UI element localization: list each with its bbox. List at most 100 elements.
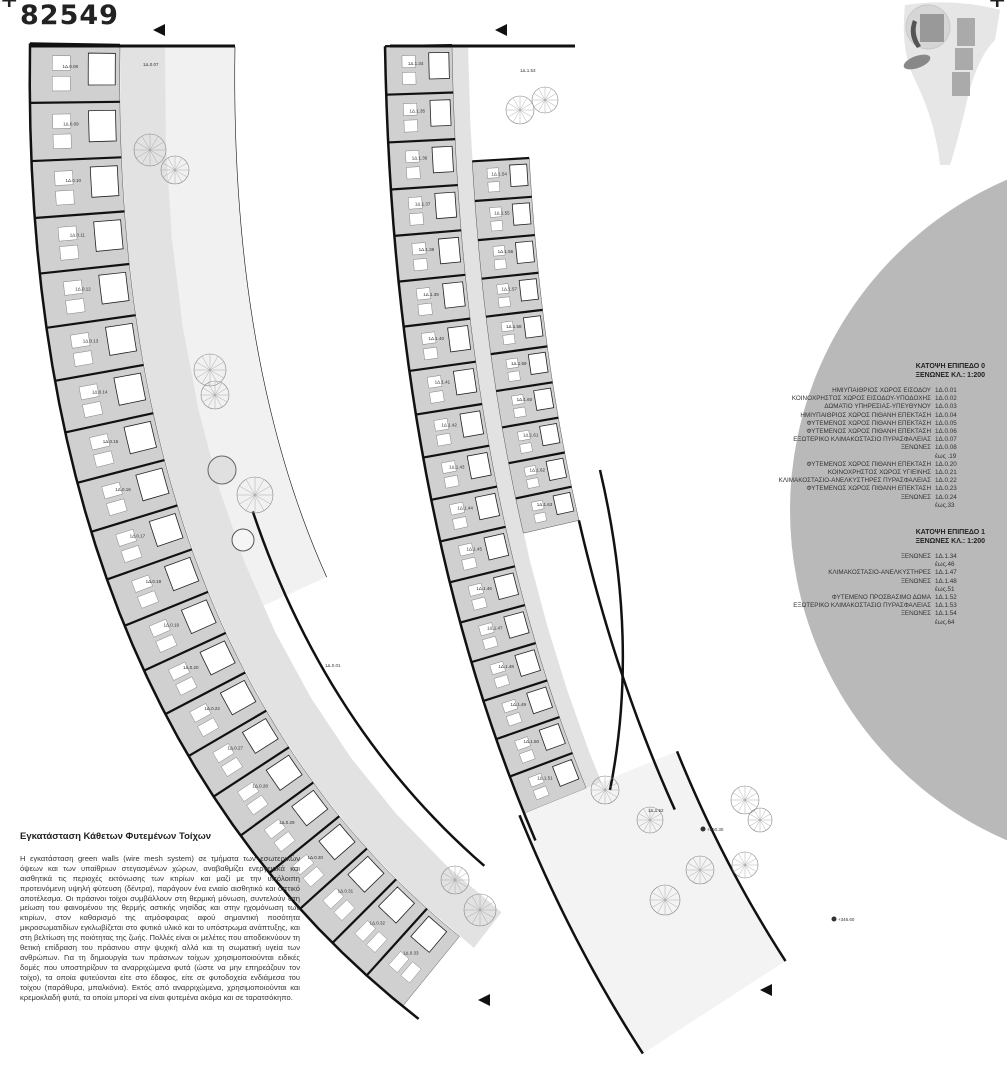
bathroom	[483, 533, 510, 561]
bed	[513, 406, 527, 419]
room-label: 1Δ.1.36	[412, 156, 428, 161]
bed	[333, 899, 356, 921]
bathroom	[533, 387, 555, 411]
legend-space-code: έως.33	[935, 501, 955, 509]
bathroom	[98, 271, 130, 305]
bathroom	[87, 52, 116, 86]
legend-space-code: 1Δ.1.53	[935, 602, 957, 610]
bed	[443, 474, 460, 489]
bathroom	[135, 467, 170, 502]
bed	[405, 150, 420, 163]
bed	[406, 166, 421, 180]
bed	[189, 703, 212, 723]
legend-space-code: 1Δ.1.47	[935, 569, 957, 577]
bed	[246, 794, 269, 816]
legend-space-code: 1Δ.0.06	[935, 428, 957, 436]
bed	[493, 674, 510, 689]
outer-wall	[383, 46, 537, 841]
bed	[490, 220, 504, 232]
legend-space-name: ΕΞΩΤΕΡΙΚΟ ΚΛΙΜΑΚΟΣΤΑΣΙΟ ΠΥΡΑΣΦΑΛΕΙΑΣ	[793, 602, 931, 610]
bed	[486, 167, 500, 179]
partition-wall	[508, 451, 565, 465]
room-label: 1Δ.1.42	[441, 422, 457, 427]
room-label: 1Δ.0.33	[403, 951, 419, 956]
room-label: 1Δ.1.35	[409, 109, 425, 114]
bathroom	[514, 649, 541, 677]
bathroom	[347, 855, 385, 893]
north-arrow-icon	[760, 984, 772, 996]
partition-wall	[34, 210, 125, 220]
partition-wall	[501, 416, 559, 429]
room-label: 1Δ.0.09	[63, 121, 79, 126]
legend-row: έως.46	[655, 561, 985, 569]
legend-space-code: 1Δ.0.24	[935, 493, 957, 501]
terrace-edge	[675, 750, 787, 962]
tree-icon	[636, 806, 664, 834]
legend-row: έως.33	[655, 502, 985, 510]
bed	[440, 460, 457, 474]
legend-space-name: ΞΕΝΩΝΕΣ	[900, 577, 931, 585]
legend-space-code: 1Δ.1.48	[935, 577, 957, 585]
legend-space-code: 1Δ.1.52	[935, 594, 957, 602]
bed	[507, 370, 521, 382]
legend-space-code: 1Δ.0.22	[935, 477, 957, 485]
legend-level-1: ΚΑΤΟΨΗ ΕΠΙΠΕΔΟ 1 ΞΕΝΩΝΕΣ ΚΛ.: 1:200 ΞΕΝΩ…	[655, 528, 985, 627]
bed	[489, 661, 506, 676]
room-label: 1Δ.1.46	[476, 586, 492, 591]
partition-wall	[29, 100, 120, 104]
crosshair-mark: +	[0, 0, 19, 13]
tree-icon	[590, 775, 620, 805]
room-label: 1Δ.1.62	[530, 468, 546, 473]
partition-wall	[403, 317, 471, 328]
bed	[523, 465, 538, 477]
bed	[458, 542, 474, 557]
room-label: 1Δ.1.63	[537, 502, 553, 507]
bed	[57, 225, 78, 242]
bed	[517, 429, 531, 442]
bed	[388, 951, 410, 973]
room-label: 1Δ.0.28	[252, 784, 268, 789]
bed	[155, 634, 178, 653]
legend-space-code: 1Δ.0.04	[935, 411, 957, 419]
bed	[366, 931, 388, 953]
room-label: 1Δ.1.54	[491, 171, 507, 176]
room-label: 1Δ.1.55	[494, 210, 510, 215]
north-arrow-icon	[153, 24, 165, 36]
bathroom	[526, 686, 554, 715]
bed	[63, 279, 83, 296]
room-label: 1Δ.1.40	[429, 336, 445, 341]
bed	[82, 401, 103, 418]
bathroom	[539, 422, 561, 447]
partition-wall	[509, 751, 573, 778]
tree-icon	[200, 380, 230, 410]
bathroom	[552, 758, 580, 787]
legend-space-name: ΞΕΝΩΝΕΣ	[900, 553, 931, 560]
bed	[263, 818, 286, 840]
legend-space-name: ΦΥΤΕΜΕΝΟ ΠΡΟΣΒΑΣΙΜΟ ΔΩΜΑ	[831, 594, 931, 602]
partition-wall	[299, 847, 368, 910]
bed	[500, 320, 514, 333]
bed	[402, 72, 417, 85]
partition-wall	[46, 314, 136, 329]
bed	[72, 350, 94, 367]
bed	[408, 196, 423, 210]
legend-scale: ΞΕΝΩΝΕΣ ΚΛ.: 1:200	[915, 372, 985, 379]
bed	[273, 831, 296, 852]
partition-wall	[388, 138, 456, 144]
room-label: 1Δ.1.49	[511, 702, 527, 707]
bathroom	[538, 723, 566, 751]
bathroom	[552, 491, 575, 516]
bed	[493, 258, 507, 270]
bed	[505, 357, 519, 370]
legend-row: ΞΕΝΩΝΕΣ 1Δ.1.48	[655, 578, 985, 586]
terrace-edge	[518, 814, 644, 1055]
room-label: 1Δ.0.22	[204, 706, 220, 711]
partition-wall	[515, 485, 572, 500]
bed	[131, 574, 153, 593]
